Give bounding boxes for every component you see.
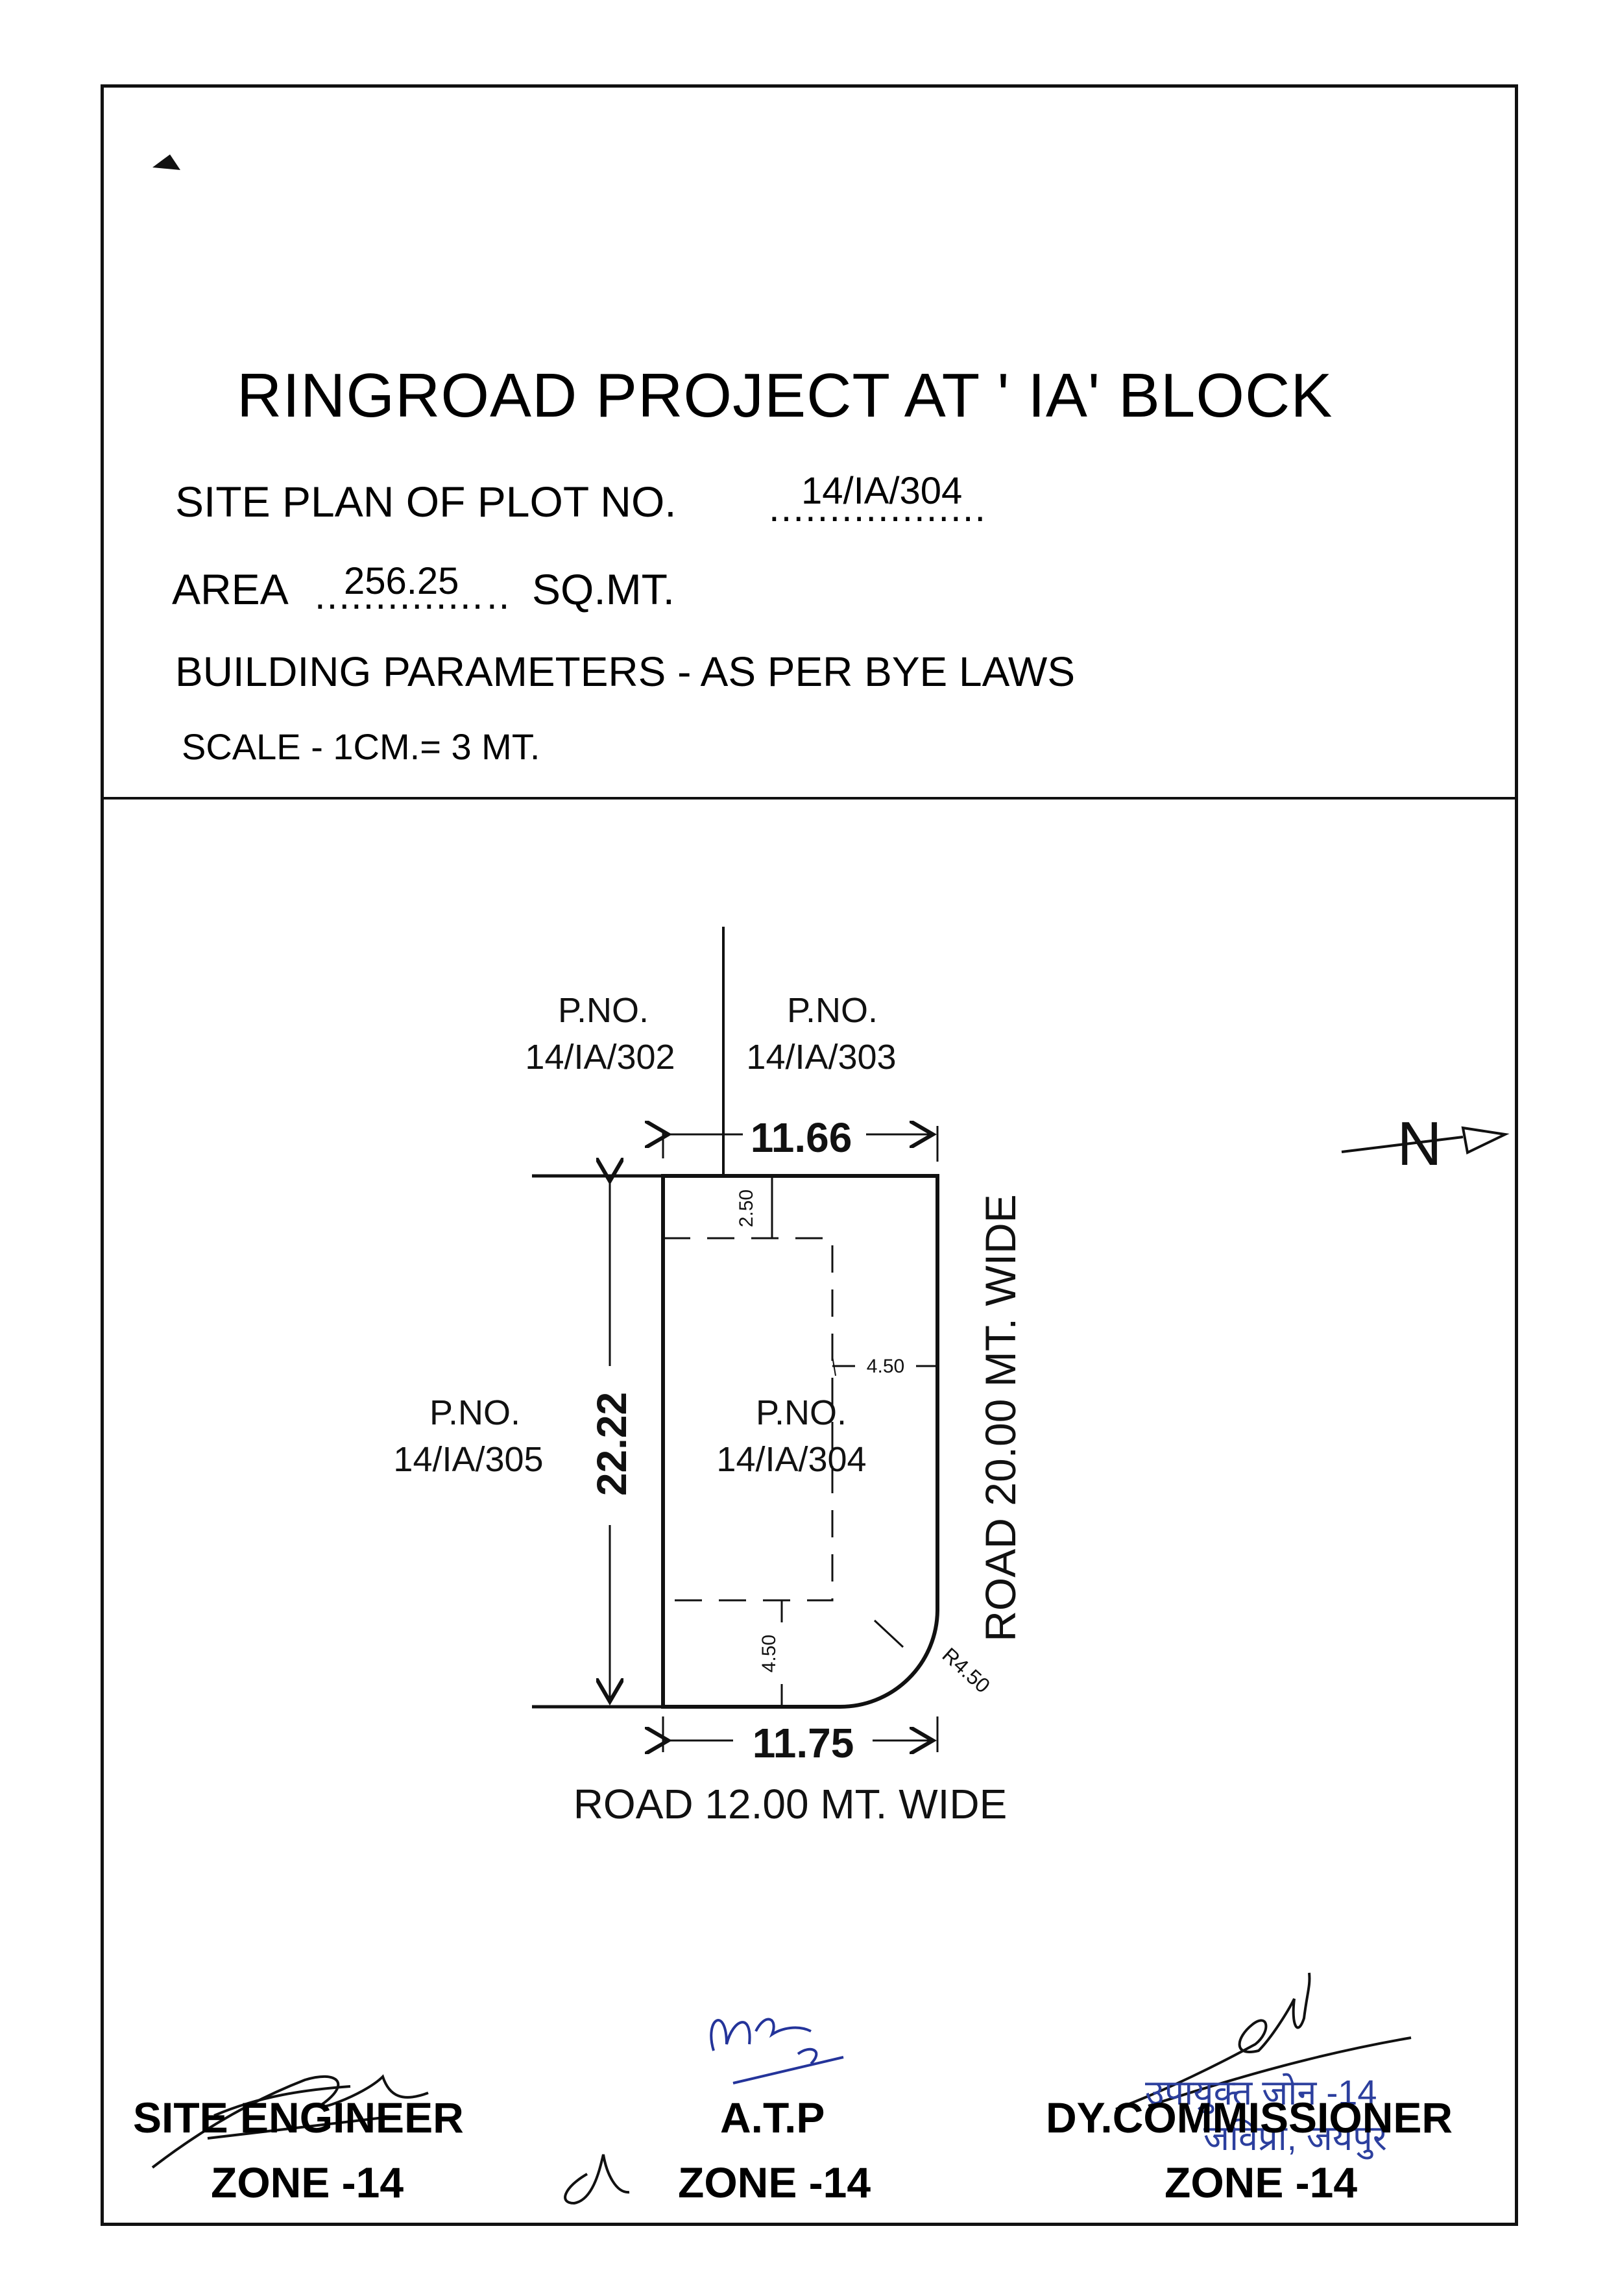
page-title: RINGROAD PROJECT AT ' IA' BLOCK [237,361,1333,430]
atp-title: A.T.P [720,2094,825,2142]
atp-initial-scribble [564,2154,630,2205]
area-dots-right: .. [487,574,511,617]
dy-commissioner-title: DY.COMMISSIONER [1046,2094,1453,2142]
road-bottom-label: ROAD 12.00 MT. WIDE [574,1781,1008,1827]
top-width-label: 11.66 [751,1114,852,1161]
plot-label: P.NO. [756,1393,847,1432]
atp-signature [710,2018,844,2084]
area-dots-left: .............. [315,574,485,617]
site-engineer-zone: ZONE -14 [211,2158,404,2206]
dy-commissioner-signature [1115,1972,1412,2110]
corner-radius-label: R4.50 [938,1643,995,1698]
header-divider [101,797,1518,800]
stray-mark [152,154,180,170]
plot-number-value: 14/IA/304 [801,470,963,512]
neighbor-302-label: P.NO. [558,991,649,1030]
plot-number: 14/IA/304 [716,1440,866,1479]
dy-commissioner-zone: ZONE -14 [1165,2158,1358,2206]
stamp-line-2: जविप्रा, जयपुर [1203,2119,1387,2158]
north-label: N [1397,1109,1442,1179]
setback-top-label: 2.50 [736,1190,757,1227]
plot-outline [661,1174,939,1709]
neighbor-305-number: 14/IA/305 [393,1440,543,1479]
stamp-line-1: उपायुक्त जोन -14 [1145,2073,1377,2112]
plot-number-dots: .................. [769,486,987,530]
area-label: AREA [172,565,289,613]
building-parameters: BUILDING PARAMETERS - AS PER BYE LAWS [175,648,1075,695]
area-unit: SQ.MT. [532,565,675,613]
setback-bottom-label: 4.50 [758,1635,780,1672]
radius-leader [873,1619,904,1648]
bottom-width-label: 11.75 [753,1720,854,1766]
neighbor-305-label: P.NO. [429,1393,520,1432]
atp-zone: ZONE -14 [678,2158,871,2206]
north-arrow-icon: N [1341,1109,1510,1179]
scale-note: SCALE - 1CM.= 3 MT. [182,726,540,767]
neighbor-303-label: P.NO. [787,991,878,1030]
site-engineer-signature [151,2074,429,2169]
neighbor-302-number: 14/IA/302 [525,1038,675,1077]
setback-side-label: 4.50 [867,1356,904,1377]
drawing-border [101,84,1518,2226]
depth-label: 22.22 [588,1392,635,1496]
site-plan-label: SITE PLAN OF PLOT NO. [175,478,677,526]
neighbor-303-number: 14/IA/303 [746,1038,896,1077]
area-value: 256.25 [344,560,459,602]
site-engineer-title: SITE ENGINEER [133,2094,464,2142]
road-right-label: ROAD 20.00 MT. WIDE [976,1194,1024,1642]
